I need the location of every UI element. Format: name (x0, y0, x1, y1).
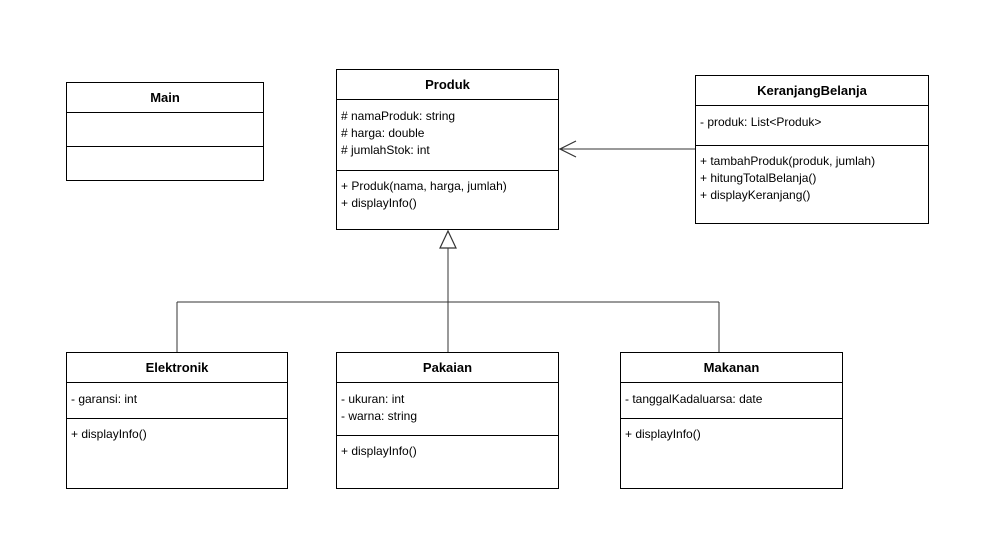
attributes-compartment: - tanggalKadaluarsa: date (621, 383, 842, 419)
attributes-compartment: - ukuran: int - warna: string (337, 383, 558, 436)
attributes-compartment: - produk: List<Produk> (696, 106, 928, 146)
operation: + displayKeranjang() (700, 188, 811, 202)
attribute: # jumlahStok: int (341, 143, 430, 157)
operation: + displayInfo() (341, 444, 417, 458)
class-pakaian[interactable]: Pakaian - ukuran: int - warna: string + … (336, 352, 559, 489)
class-name: Makanan (621, 353, 842, 383)
attribute: - ukuran: int (341, 392, 405, 406)
operations-compartment: + displayInfo() (337, 436, 558, 466)
operation: + tambahProduk(produk, jumlah) (700, 154, 876, 168)
attribute: # harga: double (341, 126, 425, 140)
operations-compartment: + displayInfo() (621, 419, 842, 449)
attribute: - tanggalKadaluarsa: date (625, 392, 763, 406)
class-name: KeranjangBelanja (696, 76, 928, 106)
open-arrowhead (558, 140, 577, 158)
class-produk[interactable]: Produk # namaProduk: string # harga: dou… (336, 69, 559, 230)
operation: + displayInfo() (71, 427, 147, 441)
attributes-compartment (67, 113, 263, 147)
operation: + Produk(nama, harga, jumlah) (341, 179, 507, 193)
attributes-compartment: # namaProduk: string # harga: double # j… (337, 100, 558, 171)
class-keranjang-belanja[interactable]: KeranjangBelanja - produk: List<Produk> … (695, 75, 929, 224)
attribute: - produk: List<Produk> (700, 115, 822, 129)
attribute: - garansi: int (71, 392, 138, 406)
class-name: Main (67, 83, 263, 113)
class-main[interactable]: Main (66, 82, 264, 181)
association-keranjang-produk (558, 140, 695, 158)
operation: + hitungTotalBelanja() (700, 171, 817, 185)
operation: + displayInfo() (625, 427, 701, 441)
operations-compartment: + displayInfo() (67, 419, 287, 449)
attribute: - warna: string (341, 409, 418, 423)
attributes-compartment: - garansi: int (67, 383, 287, 419)
class-makanan[interactable]: Makanan - tanggalKadaluarsa: date + disp… (620, 352, 843, 489)
attribute: # namaProduk: string (341, 109, 456, 123)
class-elektronik[interactable]: Elektronik - garansi: int + displayInfo(… (66, 352, 288, 489)
class-name: Pakaian (337, 353, 558, 383)
generalization-tree (176, 229, 720, 352)
operations-compartment: + tambahProduk(produk, jumlah) + hitungT… (696, 146, 928, 210)
operations-compartment (67, 147, 263, 180)
hollow-triangle-arrowhead (439, 229, 457, 249)
class-name: Elektronik (67, 353, 287, 383)
class-name: Produk (337, 70, 558, 100)
operations-compartment: + Produk(nama, harga, jumlah) + displayI… (337, 171, 558, 218)
operation: + displayInfo() (341, 196, 417, 210)
